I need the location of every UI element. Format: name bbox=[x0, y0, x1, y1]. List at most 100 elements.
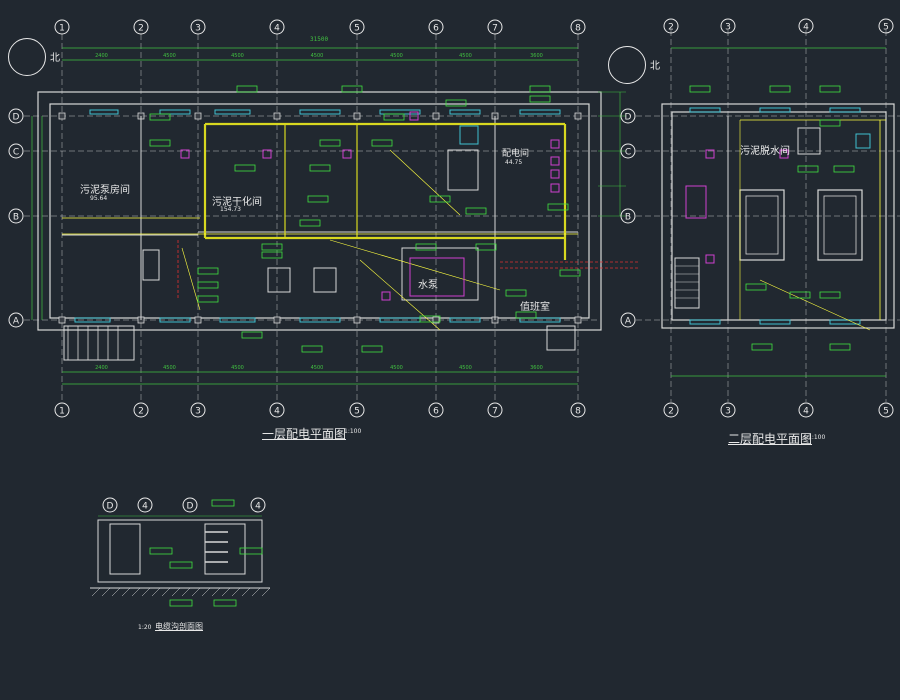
plan1-axis-top-6-label: 6 bbox=[433, 24, 439, 34]
plan1-axis-top-8-circle bbox=[570, 19, 586, 35]
plan1-axis-top-4-label: 4 bbox=[274, 24, 280, 34]
plan1-dim-top-2: 4500 bbox=[231, 53, 244, 59]
plan1-tag-7 bbox=[309, 164, 331, 172]
plan1-axis-bottom-5-label: 5 bbox=[354, 407, 360, 417]
plan1-stair bbox=[142, 249, 160, 281]
plan1-cable-diag-3 bbox=[359, 259, 441, 331]
section-hatch-5 bbox=[141, 587, 151, 597]
plan1-tag-2 bbox=[341, 85, 363, 93]
plan1-dim-bottom-1: 4500 bbox=[163, 365, 176, 371]
plan2-axis-top-3-circle bbox=[720, 18, 736, 34]
plan1-cable-diag-4 bbox=[181, 247, 201, 311]
plan1-tag-14 bbox=[307, 195, 329, 203]
plan1-column-bottom-4 bbox=[353, 316, 361, 324]
section-axis-4b-circle bbox=[250, 497, 266, 513]
plan2-outer-wall bbox=[661, 103, 895, 329]
north-arrow-plan2 bbox=[608, 46, 646, 84]
plan1-axis-top-3-label: 3 bbox=[195, 24, 201, 34]
plan1-axis-bottom-7-circle bbox=[487, 402, 503, 418]
plan1-window-bottom-5 bbox=[449, 317, 481, 323]
plan1-entrance-step bbox=[546, 325, 576, 351]
plan1-axis-top-8-label: 8 bbox=[575, 24, 581, 34]
plan1-axis-top-2-label: 2 bbox=[138, 24, 144, 34]
plan1-axis-left-D-circle bbox=[8, 108, 24, 124]
plan2-dewater-machine-1 bbox=[739, 189, 785, 261]
plan1-pump-set-1 bbox=[267, 267, 291, 293]
plan1-window-bottom-0 bbox=[74, 317, 111, 323]
plan1-equipment-7 bbox=[550, 183, 560, 193]
plan2-tag-4 bbox=[797, 165, 819, 173]
section-outline bbox=[97, 519, 263, 583]
plan1-column-top-2 bbox=[194, 112, 202, 120]
plan1-tag-3 bbox=[383, 113, 405, 121]
plan1-axis-top-5-circle bbox=[349, 19, 365, 35]
section-axis-d2-circle bbox=[182, 497, 198, 513]
plan1-window-top-5 bbox=[449, 109, 481, 115]
section-tag-1 bbox=[169, 561, 193, 569]
section-hatch-11 bbox=[201, 587, 211, 597]
plan1-axis-bottom-4-circle bbox=[269, 402, 285, 418]
plan1-column-top-7 bbox=[574, 112, 582, 120]
plan1-tag-15 bbox=[299, 219, 321, 227]
plan2-window-top-0 bbox=[689, 107, 721, 113]
room-dewater: 污泥脱水间 bbox=[740, 146, 790, 157]
section-hatch-0 bbox=[91, 587, 101, 597]
section-hatch-10 bbox=[191, 587, 201, 597]
plan2-axis-left-D-circle bbox=[620, 108, 636, 124]
room-sludge-dry-area: 154.73 bbox=[220, 206, 241, 213]
plan1-inner-wall bbox=[49, 103, 590, 319]
section-hatch-7 bbox=[161, 587, 171, 597]
plan1-axis-bottom-6-circle bbox=[428, 402, 444, 418]
plan1-axis-bottom-2-label: 2 bbox=[138, 407, 144, 417]
plan2-tag-9 bbox=[751, 343, 773, 351]
section-hatch-3 bbox=[121, 587, 131, 597]
plan1-axis-left-A-circle bbox=[8, 312, 24, 328]
plan1-column-bottom-0 bbox=[58, 316, 66, 324]
plan1-tag-10 bbox=[429, 195, 451, 203]
section-axis-4-circle bbox=[137, 497, 153, 513]
plan2-axis-bottom-3-circle bbox=[720, 402, 736, 418]
plan2-tag-10 bbox=[829, 343, 851, 351]
section-hatch-14 bbox=[231, 587, 241, 597]
plan1-tag-25 bbox=[505, 289, 527, 297]
section-hatch-4 bbox=[131, 587, 141, 597]
plan1-axis-left-C-circle bbox=[8, 143, 24, 159]
plan1-tag-9 bbox=[371, 139, 393, 147]
plan1-dim-top-6: 3600 bbox=[530, 53, 543, 59]
section-hatch-17 bbox=[261, 587, 271, 597]
plan1-axis-top-3-circle bbox=[190, 19, 206, 35]
plan1-window-top-3 bbox=[299, 109, 341, 115]
room-sludge-dry: 污泥干化间 bbox=[212, 197, 262, 208]
section-tag-5 bbox=[213, 599, 237, 607]
section-hatch-6 bbox=[151, 587, 161, 597]
plan2-axis-bottom-5-label: 5 bbox=[883, 407, 889, 417]
plan1-window-bottom-6 bbox=[519, 317, 561, 323]
plan2-equipment-0 bbox=[705, 149, 715, 159]
section-hatch-8 bbox=[171, 587, 181, 597]
plan1-tag-23 bbox=[361, 345, 383, 353]
north-label-plan2: 北 bbox=[650, 61, 660, 72]
plan1-window-top-6 bbox=[519, 109, 561, 115]
plan1-tag-22 bbox=[301, 345, 323, 353]
section-trench-1 bbox=[109, 523, 141, 575]
plan1-equipment-0 bbox=[180, 149, 190, 159]
plan1-axis-bottom-8-label: 8 bbox=[575, 407, 581, 417]
north-label-plan1: 北 bbox=[50, 53, 60, 64]
plan2-axis-left-B-label: B bbox=[625, 213, 631, 223]
plan1-transformer bbox=[447, 149, 479, 191]
plan2-axis-bottom-3-label: 3 bbox=[725, 407, 731, 417]
plan1-window-top-1 bbox=[159, 109, 191, 115]
section-trench-2 bbox=[204, 523, 246, 575]
plan2-mixer bbox=[797, 127, 821, 155]
plan2-window-bottom-0 bbox=[689, 319, 721, 325]
section-axis-d2-label: D bbox=[187, 502, 194, 512]
plan1-pump-set-2 bbox=[313, 267, 337, 293]
plan2-axis-top-4-label: 4 bbox=[803, 23, 809, 33]
plan2-axis-bottom-2-circle bbox=[663, 402, 679, 418]
plan1-tag-19 bbox=[197, 281, 219, 289]
room-distribution: 配电间 bbox=[502, 149, 530, 159]
plan1-column-bottom-2 bbox=[194, 316, 202, 324]
plan1-axis-bottom-1-circle bbox=[54, 402, 70, 418]
plan1-tag-21 bbox=[241, 331, 263, 339]
